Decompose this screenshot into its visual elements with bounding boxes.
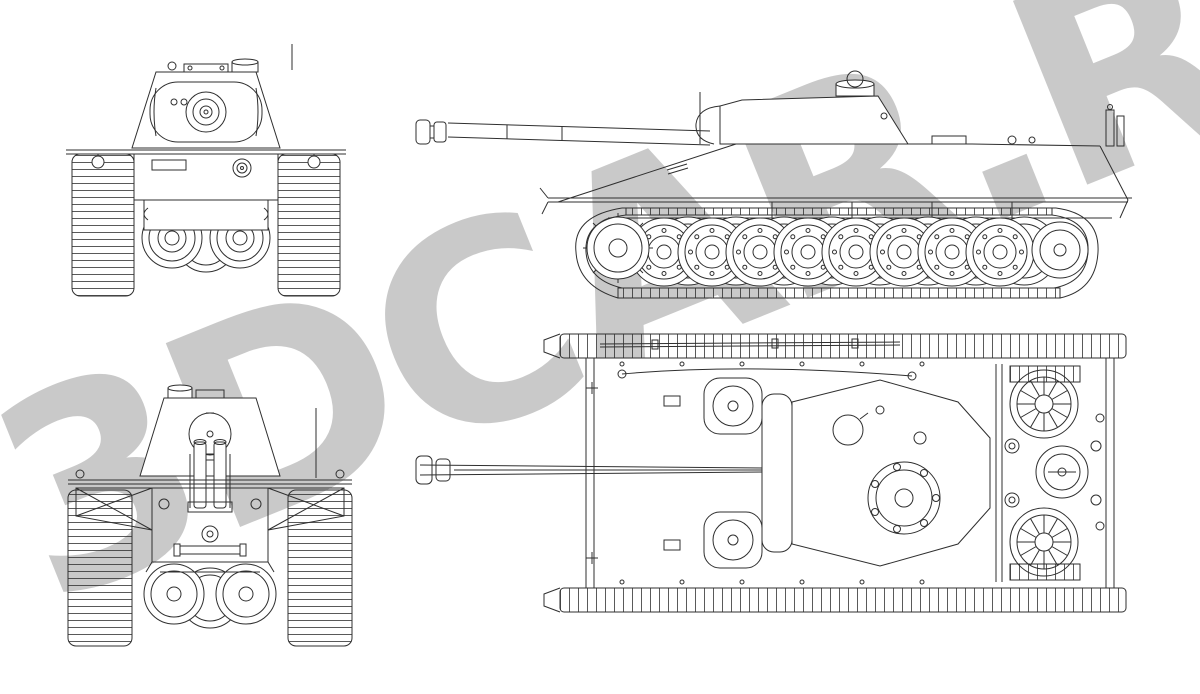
top-view-drawing bbox=[415, 333, 1127, 613]
front-view-drawing bbox=[66, 44, 346, 297]
rear-view-drawing bbox=[67, 384, 353, 647]
side-view-drawing bbox=[415, 70, 1132, 299]
